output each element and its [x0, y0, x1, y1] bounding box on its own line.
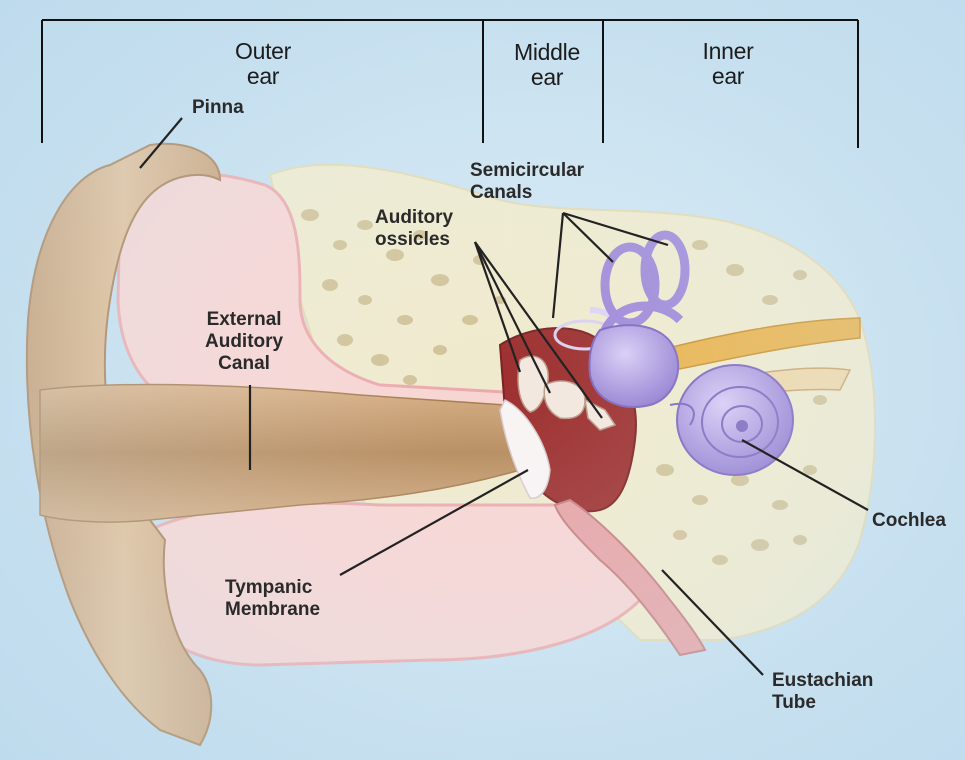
label-auditory-ossicles: Auditory ossicles — [375, 207, 453, 251]
label-semicircular-canals: Semicircular Canals — [470, 160, 584, 204]
label-tympanic-membrane: Tympanic Membrane — [225, 577, 320, 621]
label-cochlea: Cochlea — [872, 510, 946, 532]
label-eustachian-tube: Eustachian Tube — [772, 670, 873, 714]
label-pinna: Pinna — [192, 97, 244, 119]
label-external-auditory-canal: External Auditory Canal — [205, 309, 283, 375]
